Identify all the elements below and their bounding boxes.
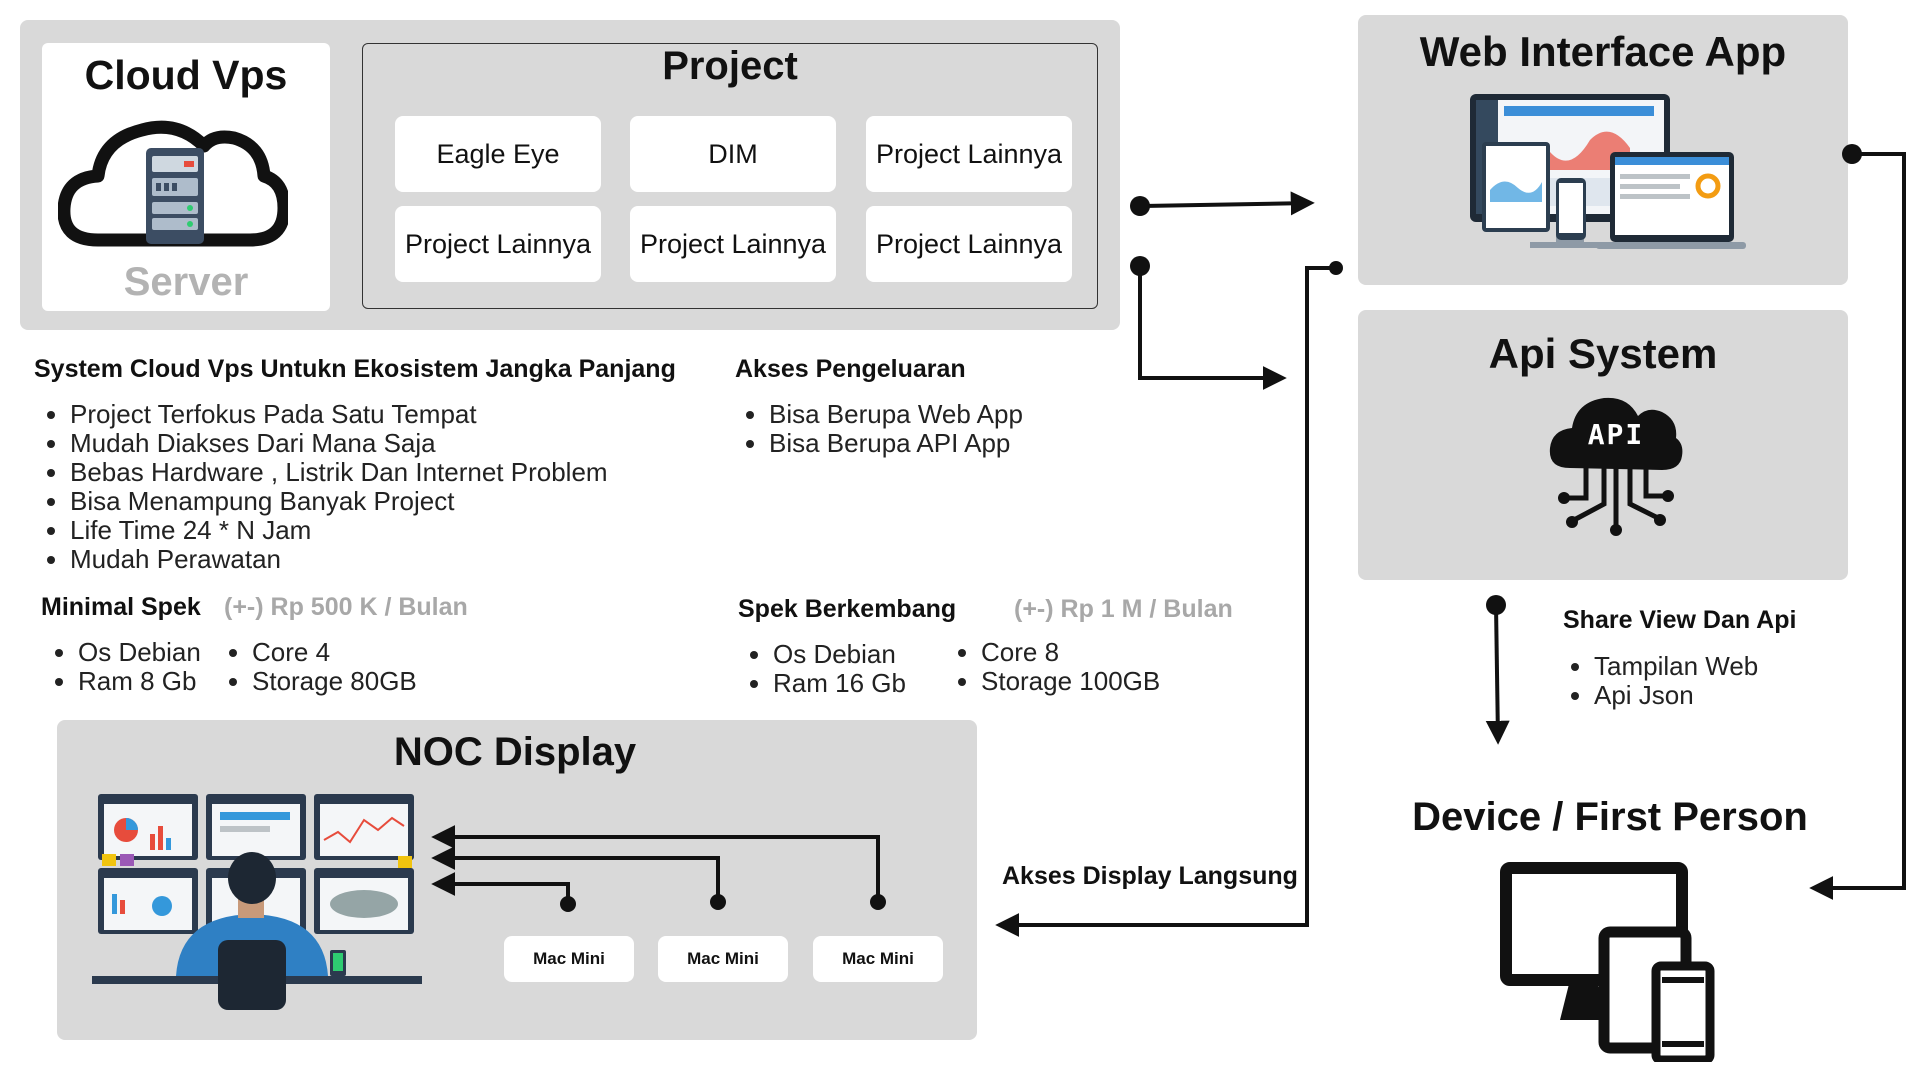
akses-title: Akses Pengeluaran xyxy=(735,355,966,383)
system-title: System Cloud Vps Untukn Ekosistem Jangka… xyxy=(34,355,676,383)
noc-operator-illustration xyxy=(92,794,422,1010)
list-item: Mudah Perawatan xyxy=(70,545,608,574)
devices-icon xyxy=(1500,862,1715,1062)
list-item: Bisa Berupa API App xyxy=(769,429,1023,458)
web-app-title: Web Interface App xyxy=(1419,28,1787,75)
list-item: Tampilan Web xyxy=(1594,652,1758,681)
list-item: Mudah Diakses Dari Mana Saja xyxy=(70,429,608,458)
minimal-spek-price: (+-) Rp 500 K / Bulan xyxy=(224,593,468,621)
mac-mini-2[interactable]: Mac Mini xyxy=(658,936,788,982)
minimal-spek-title: Minimal Spek xyxy=(41,593,201,621)
connector-dot xyxy=(1130,196,1150,216)
minimal-spek-col1: Os Debian Ram 8 Gb xyxy=(42,638,201,696)
mac-mini-1[interactable]: Mac Mini xyxy=(504,936,634,982)
project-chip-lainnya-1[interactable]: Project Lainnya xyxy=(866,116,1072,192)
project-chip-lainnya-3[interactable]: Project Lainnya xyxy=(630,206,836,282)
api-cloud-icon xyxy=(1549,397,1683,536)
spek-berkembang-col2: Core 8 Storage 100GB xyxy=(945,638,1160,696)
project-box xyxy=(362,43,1098,309)
api-system-title: Api System xyxy=(1488,330,1718,377)
spek-berkembang-title: Spek Berkembang xyxy=(738,595,957,623)
akses-bullets: Bisa Berupa Web App Bisa Berupa API App xyxy=(733,400,1023,458)
cloud-vps-title: Cloud Vps xyxy=(84,52,288,98)
arrow-project-to-web xyxy=(1139,191,1315,216)
connector-dot xyxy=(870,894,886,910)
list-item: Core 8 xyxy=(981,638,1160,667)
project-title: Project xyxy=(662,44,798,88)
connector-dot xyxy=(710,894,726,910)
akses-display-label: Akses Display Langsung xyxy=(1002,862,1298,890)
arrow-api-to-device xyxy=(1485,604,1510,745)
list-item: Api Json xyxy=(1594,681,1758,710)
list-item: Storage 100GB xyxy=(981,667,1160,696)
list-item: Ram 16 Gb xyxy=(773,669,906,698)
cloud-server-icon xyxy=(58,120,288,247)
spek-berkembang-price: (+-) Rp 1 M / Bulan xyxy=(1014,595,1233,623)
connector-dot xyxy=(1486,595,1506,615)
mac-mini-3[interactable]: Mac Mini xyxy=(813,936,943,982)
device-title: Device / First Person xyxy=(1412,795,1808,839)
connector-dot xyxy=(1329,261,1343,275)
list-item: Project Terfokus Pada Satu Tempat xyxy=(70,400,608,429)
arrow-mac2-to-noc xyxy=(431,846,720,902)
arrow-web-to-noc xyxy=(995,266,1336,937)
api-text: API xyxy=(1587,418,1645,451)
server-label: Server xyxy=(123,260,249,304)
connector-dot xyxy=(560,896,576,912)
project-chip-eagle-eye[interactable]: Eagle Eye xyxy=(395,116,601,192)
list-item: Os Debian xyxy=(773,640,906,669)
minimal-spek-col2: Core 4 Storage 80GB xyxy=(216,638,417,696)
connector-dot xyxy=(1842,144,1862,164)
list-item: Ram 8 Gb xyxy=(78,667,201,696)
project-chip-lainnya-2[interactable]: Project Lainnya xyxy=(395,206,601,282)
share-bullets: Tampilan Web Api Json xyxy=(1558,652,1758,710)
list-item: Core 4 xyxy=(252,638,417,667)
arrow-web-to-device xyxy=(1809,152,1906,900)
list-item: Life Time 24 * N Jam xyxy=(70,516,608,545)
list-item: Bisa Menampung Banyak Project xyxy=(70,487,608,516)
list-item: Os Debian xyxy=(78,638,201,667)
spek-berkembang-col1: Os Debian Ram 16 Gb xyxy=(737,640,906,698)
list-item: Storage 80GB xyxy=(252,667,417,696)
web-dashboard-devices-icon xyxy=(1470,94,1746,249)
arrow-project-to-api xyxy=(1138,266,1287,390)
list-item: Bebas Hardware , Listrik Dan Internet Pr… xyxy=(70,458,608,487)
system-bullets: Project Terfokus Pada Satu Tempat Mudah … xyxy=(34,400,608,574)
connector-dot xyxy=(1130,256,1150,276)
project-chip-lainnya-4[interactable]: Project Lainnya xyxy=(866,206,1072,282)
arrow-mac3-to-noc xyxy=(431,825,880,902)
share-title: Share View Dan Api xyxy=(1563,606,1797,634)
arrow-mac1-to-noc xyxy=(431,872,570,904)
project-chip-dim[interactable]: DIM xyxy=(630,116,836,192)
noc-title: NOC Display xyxy=(393,730,637,774)
list-item: Bisa Berupa Web App xyxy=(769,400,1023,429)
